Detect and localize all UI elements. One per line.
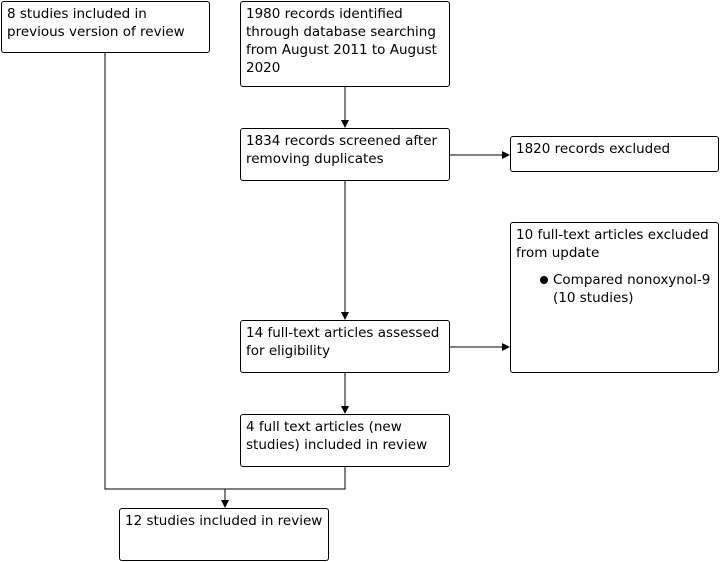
fulltext-excluded-heading: 10 full-text articles excluded from upda…: [516, 227, 709, 261]
exclusion-reason-text: Compared nonoxynol-9 (10 studies): [553, 272, 711, 306]
records-excluded-text: 1820 records excluded: [516, 141, 671, 157]
fulltext-assessed-text: 14 full-text articles assessed for eligi…: [246, 325, 440, 359]
previous-version-box: 8 studies included in previous version o…: [1, 1, 210, 53]
total-studies-included-box: 12 studies included in review: [119, 508, 329, 561]
records-identified-box: 1980 records identified through database…: [240, 1, 450, 87]
previous-version-text: 8 studies included in previous version o…: [7, 6, 185, 40]
connector-previous-to-merge: [104, 53, 225, 490]
new-studies-included-text: 4 full text articles (new studies) inclu…: [246, 419, 428, 453]
total-studies-included-text: 12 studies included in review: [125, 513, 323, 529]
records-screened-box: 1834 records screened after removing dup…: [240, 128, 450, 181]
records-screened-text: 1834 records screened after removing dup…: [246, 133, 438, 167]
records-identified-text: 1980 records identified through database…: [246, 6, 437, 76]
fulltext-assessed-box: 14 full-text articles assessed for eligi…: [240, 320, 450, 373]
new-studies-included-box: 4 full text articles (new studies) inclu…: [240, 414, 450, 467]
fulltext-excluded-box: 10 full-text articles excluded from upda…: [510, 222, 719, 373]
bullet-icon: [540, 276, 548, 284]
exclusion-reason-item: Compared nonoxynol-9 (10 studies): [516, 271, 713, 307]
connector-new-studies-to-merge: [225, 467, 346, 490]
records-excluded-box: 1820 records excluded: [510, 136, 719, 172]
